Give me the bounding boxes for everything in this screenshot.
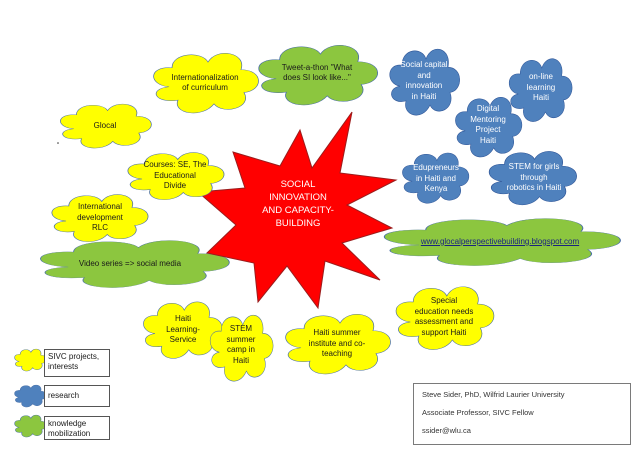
label-stem-camp: STEM summer camp in Haiti [226, 324, 256, 365]
label-tweetathon: Tweet-a-thon "What does SI look like..." [281, 62, 353, 83]
label-special-education: Special education needs assessment and s… [414, 296, 474, 337]
label-glocal: Glocal [93, 120, 117, 130]
legend-box-knowledge [44, 416, 110, 440]
label-courses: Courses: SE, The Educational Divide [143, 160, 207, 191]
label-online-learning: on-line learning Haiti [526, 72, 556, 103]
center-star [196, 111, 398, 310]
legend-swatch-green [15, 415, 46, 437]
label-haiti-institute: Haiti summer institute and co- teaching [308, 328, 366, 359]
center-title: SOCIAL INNOVATION AND CAPACITY- BUILDING [262, 179, 334, 229]
legend-label-sivc: SIVC projects, interests [48, 352, 100, 371]
legend-label-knowledge: knowledge mobilization [48, 419, 91, 437]
legend-swatch-yellow [15, 349, 46, 371]
label-internationalization: Internationalization of curriculum [171, 72, 239, 93]
legend-swatch-blue [15, 385, 46, 407]
blog-link[interactable]: www.glocalperspectivebuilding.blogspot.c… [420, 236, 580, 246]
legend-label-research: research [48, 391, 80, 400]
label-stem-girls: STEM for girls through robotics in Haiti [506, 162, 562, 193]
label-social-capital: Social capital and innovation in Haiti [400, 60, 448, 101]
legend-box-sivc [44, 349, 110, 377]
credit-title: Associate Professor, SIVC Fellow [422, 408, 534, 417]
credit-box: Steve Sider, PhD, Wilfrid Laurier Univer… [413, 383, 631, 445]
label-digital-mentoring: Digital Mentoring Project Haiti [470, 104, 506, 145]
credit-email[interactable]: ssider@wlu.ca [422, 426, 471, 435]
credit-name: Steve Sider, PhD, Wilfrid Laurier Univer… [422, 390, 565, 399]
stray-dot [57, 142, 59, 144]
label-haiti-learning: Haiti Learning- Service [166, 314, 200, 345]
label-intl-development: International development RLC [77, 202, 123, 233]
label-video-series: Video series => social media [78, 258, 182, 268]
legend-box-research [44, 385, 110, 407]
label-edupreneurs: Edupreneurs in Haiti and Kenya [413, 163, 459, 194]
